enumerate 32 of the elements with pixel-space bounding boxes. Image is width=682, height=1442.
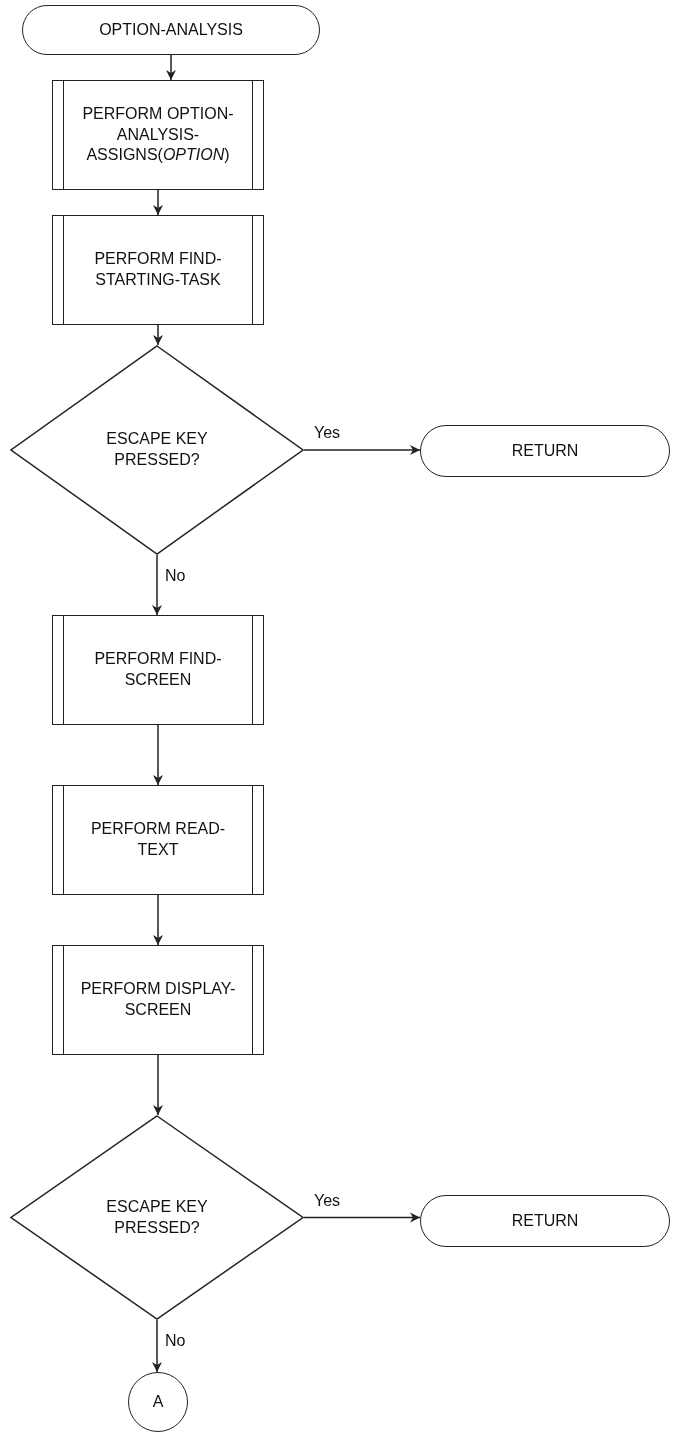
decision-diamond xyxy=(10,1115,304,1320)
predefined-process-box xyxy=(52,615,264,725)
arrow xyxy=(152,1319,162,1373)
node-label: RETURN xyxy=(511,1210,579,1231)
node-label: PERFORM FIND-SCREEN xyxy=(93,649,223,690)
node-label: OPTION-ANALYSIS xyxy=(99,19,243,40)
predefined-process-box xyxy=(52,215,264,325)
node-label: PERFORM FIND-STARTING-TASK xyxy=(93,249,223,290)
predefined-process-box xyxy=(52,80,264,190)
arrow xyxy=(303,445,421,455)
connector-circle xyxy=(128,1372,188,1432)
arrow xyxy=(166,54,176,81)
predefined-process-box xyxy=(52,785,264,895)
node-label: RETURN xyxy=(511,440,579,461)
arrow xyxy=(153,324,163,346)
predefined-process-box xyxy=(52,945,264,1055)
terminal-box xyxy=(420,1195,670,1247)
arrow xyxy=(153,1054,163,1116)
arrow xyxy=(303,1212,421,1223)
node-label: A xyxy=(152,1391,164,1412)
arrow xyxy=(153,724,163,786)
node-label: PERFORM READ-TEXT xyxy=(89,819,227,860)
terminal-box xyxy=(420,425,670,477)
arrow xyxy=(153,894,163,946)
arrow xyxy=(152,554,162,616)
terminal-box xyxy=(22,5,320,55)
node-label: PERFORM OPTION-ANALYSIS-ASSIGNS(OPTION) xyxy=(81,103,235,166)
arrow xyxy=(153,189,163,216)
node-label: PERFORM DISPLAY-SCREEN xyxy=(79,979,237,1020)
decision-diamond xyxy=(10,345,304,555)
node-label: ESCAPE KEY PRESSED? xyxy=(105,1196,209,1238)
node-label: ESCAPE KEY PRESSED? xyxy=(105,429,209,470)
